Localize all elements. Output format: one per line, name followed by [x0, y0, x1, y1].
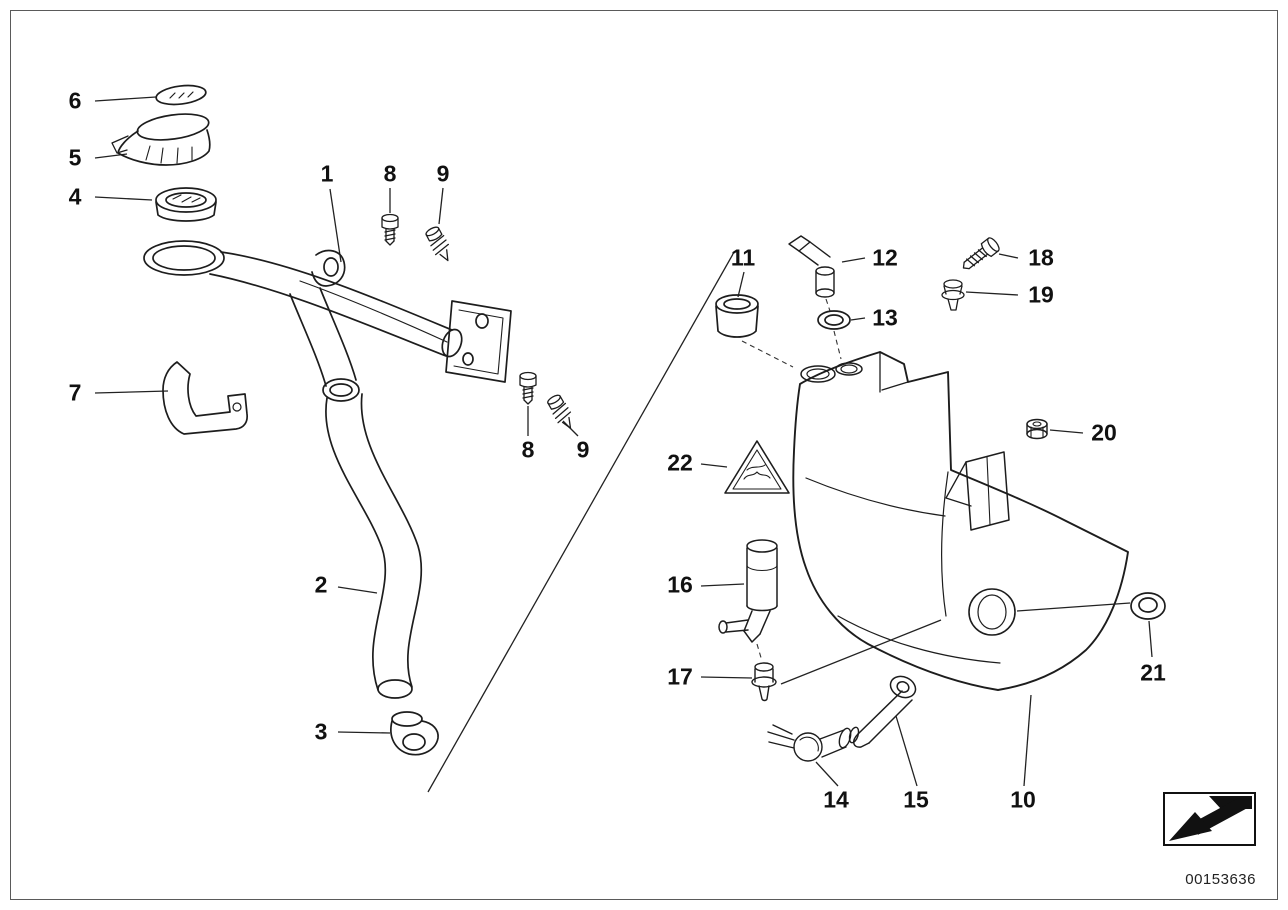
callout-21[interactable]: 21 — [1140, 659, 1166, 686]
part-screw-9-lower — [547, 394, 572, 429]
callout-10[interactable]: 10 — [1010, 786, 1036, 813]
callout-6[interactable]: 6 — [68, 87, 82, 114]
arrow-bottom-left-icon — [1169, 796, 1252, 841]
callout-2[interactable]: 2 — [314, 571, 328, 598]
callout-12[interactable]: 12 — [872, 244, 898, 271]
callout-15[interactable]: 15 — [903, 786, 929, 813]
part-grommet-21 — [1130, 592, 1166, 620]
part-check-valve — [751, 662, 777, 702]
part-connector-12 — [788, 235, 835, 298]
part-strainer-ring — [155, 187, 217, 222]
part-seal-13 — [817, 310, 851, 330]
callout-7[interactable]: 7 — [68, 379, 82, 406]
part-filler-neck — [143, 240, 512, 402]
diagram-border — [10, 10, 1278, 900]
callout-3[interactable]: 3 — [314, 718, 328, 745]
callout-18[interactable]: 18 — [1028, 244, 1054, 271]
part-elbow-grommet — [390, 711, 439, 756]
callout-5[interactable]: 5 — [68, 144, 82, 171]
part-screw-8-upper — [381, 213, 399, 246]
part-plug-19 — [941, 279, 965, 311]
callout-19[interactable]: 19 — [1028, 281, 1054, 308]
callout-11[interactable]: 11 — [730, 244, 756, 271]
assembly-guide-lines — [741, 298, 842, 662]
callout-22[interactable]: 22 — [667, 449, 693, 476]
callout-8[interactable]: 8 — [383, 160, 397, 187]
callout-9[interactable]: 9 — [436, 160, 450, 187]
part-washer-pump — [718, 539, 778, 643]
callout-9[interactable]: 9 — [576, 436, 590, 463]
callout-8[interactable]: 8 — [521, 436, 535, 463]
callout-16[interactable]: 16 — [667, 571, 693, 598]
callout-20[interactable]: 20 — [1091, 419, 1117, 446]
callout-1[interactable]: 1 — [320, 160, 334, 187]
callout-14[interactable]: 14 — [823, 786, 849, 813]
leader-lines — [94, 96, 1153, 793]
part-nut-20 — [1026, 418, 1048, 440]
part-bracket — [162, 361, 248, 435]
part-grommet-11 — [715, 294, 759, 338]
part-level-sensor — [767, 724, 860, 762]
part-pipe-15 — [853, 675, 917, 748]
page-nav-box[interactable] — [1163, 792, 1256, 846]
part-screw-9-upper — [425, 226, 449, 262]
part-reservoir-tank — [792, 351, 1129, 691]
diagram-part-number: 00153636 — [1185, 871, 1256, 888]
part-screw-18 — [962, 237, 1000, 270]
warning-triangle-icon — [724, 440, 790, 494]
part-id-plate — [155, 84, 207, 106]
callout-17[interactable]: 17 — [667, 663, 693, 690]
part-cap — [111, 113, 211, 166]
part-screw-8-lower — [519, 371, 537, 405]
part-hose — [325, 393, 423, 699]
callout-13[interactable]: 13 — [872, 304, 898, 331]
callout-4[interactable]: 4 — [68, 183, 82, 210]
